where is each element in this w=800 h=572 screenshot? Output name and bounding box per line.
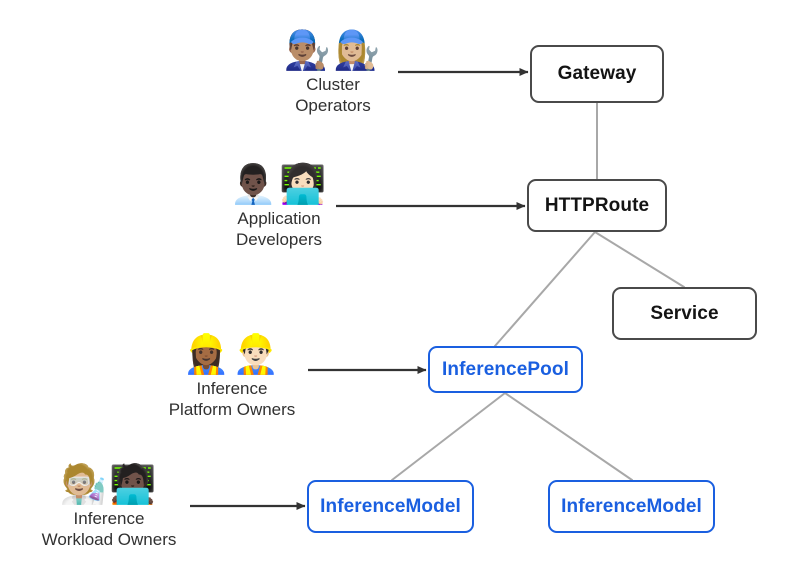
persona-label: Cluster Operators bbox=[295, 75, 371, 115]
node-label: HTTPRoute bbox=[544, 194, 650, 216]
persona-inference-workload-owners: 🧑🏼‍🔬🧑🏿‍💻Inference Workload Owners bbox=[28, 462, 190, 550]
node-gateway[interactable]: Gateway bbox=[530, 45, 664, 103]
persona-label: Inference Workload Owners bbox=[41, 509, 177, 549]
persona-cluster-operators: 👨🏽‍🔧👩🏼‍🔧Cluster Operators bbox=[281, 28, 385, 116]
persona-inference-platform-owners: 👷🏾‍♀️👷🏻‍♂️Inference Platform Owners bbox=[156, 332, 308, 420]
man-office-worker-icon: 👨🏿‍💼👩🏻‍💻 bbox=[229, 162, 329, 206]
connector-inferencepool-model2 bbox=[504, 392, 633, 481]
scientist-icon: 🧑🏼‍🔬🧑🏿‍💻 bbox=[59, 462, 159, 506]
node-service[interactable]: Service bbox=[612, 287, 757, 340]
connector-httproute-inferencepool bbox=[494, 231, 596, 347]
node-inferencepool[interactable]: InferencePool bbox=[428, 346, 583, 393]
woman-construction-worker-icon: 👷🏾‍♀️👷🏻‍♂️ bbox=[182, 332, 282, 376]
persona-label: Inference Platform Owners bbox=[168, 379, 296, 419]
node-inferencemodel1[interactable]: InferenceModel bbox=[307, 480, 474, 533]
persona-arrows bbox=[190, 68, 529, 510]
node-label: Service bbox=[650, 302, 719, 324]
node-label: InferencePool bbox=[442, 358, 569, 380]
node-label: Gateway bbox=[557, 63, 637, 84]
node-label: InferenceModel bbox=[320, 495, 461, 517]
persona-application-developers: 👨🏿‍💼👩🏻‍💻Application Developers bbox=[217, 162, 341, 250]
node-httproute[interactable]: HTTPRoute bbox=[527, 179, 667, 232]
node-inferencemodel2[interactable]: InferenceModel bbox=[548, 480, 715, 533]
persona-label: Application Developers bbox=[236, 209, 322, 249]
node-label: InferenceModel bbox=[561, 495, 702, 517]
connector-httproute-service bbox=[594, 231, 685, 288]
man-mechanic-icon: 👨🏽‍🔧👩🏼‍🔧 bbox=[283, 28, 383, 72]
connector-inferencepool-model1 bbox=[391, 392, 506, 481]
